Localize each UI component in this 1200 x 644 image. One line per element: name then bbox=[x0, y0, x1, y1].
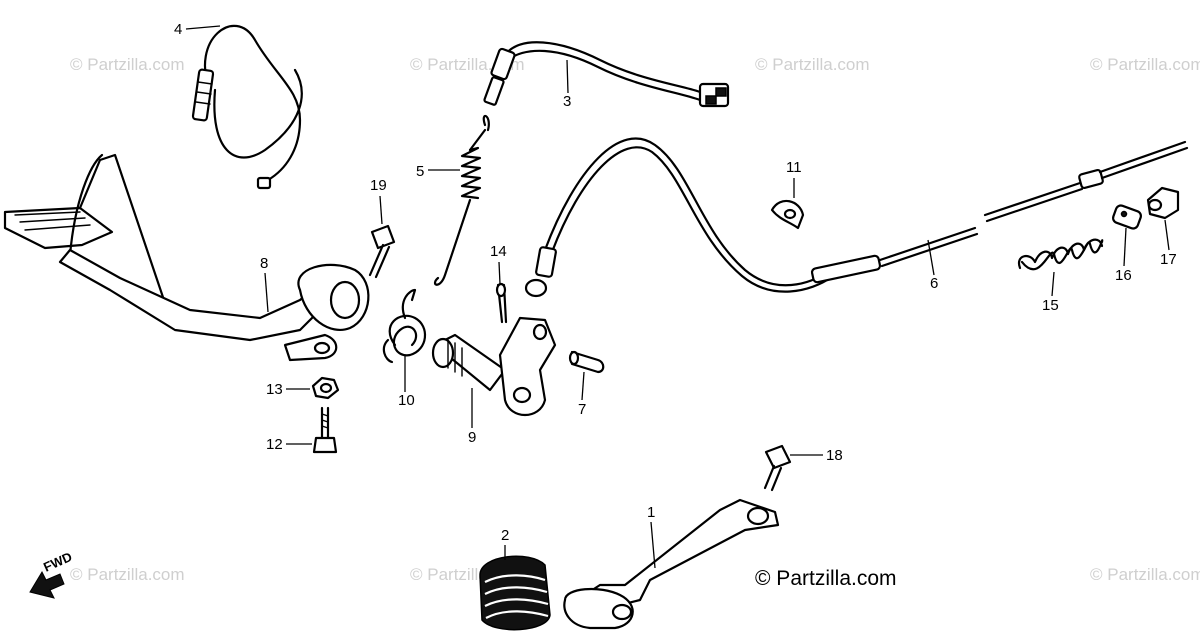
svg-text:2: 2 bbox=[501, 527, 509, 544]
svg-text:11: 11 bbox=[786, 159, 802, 176]
callout-10[interactable]: 10 bbox=[398, 356, 415, 409]
callouts: 1 2 3 4 5 6 7 8 9 10 11 12 13 14 15 16 1… bbox=[174, 21, 1177, 569]
callout-14[interactable]: 14 bbox=[490, 243, 507, 285]
svg-text:13: 13 bbox=[266, 381, 283, 398]
callout-8[interactable]: 8 bbox=[260, 255, 269, 313]
part-1-pedal-arm[interactable] bbox=[563, 498, 780, 630]
callout-12[interactable]: 12 bbox=[266, 436, 312, 453]
part-15-spring[interactable] bbox=[1017, 238, 1104, 271]
part-11-clip[interactable] bbox=[770, 199, 805, 230]
callout-1[interactable]: 1 bbox=[647, 504, 656, 569]
part-14-cotter-pin[interactable] bbox=[495, 282, 508, 324]
callout-17[interactable]: 17 bbox=[1160, 219, 1177, 268]
svg-text:7: 7 bbox=[578, 401, 586, 418]
callout-6[interactable]: 6 bbox=[927, 239, 938, 292]
callout-7[interactable]: 7 bbox=[578, 371, 586, 418]
callout-4[interactable]: 4 bbox=[174, 21, 221, 38]
svg-text:18: 18 bbox=[826, 447, 843, 464]
part-12-bolt[interactable] bbox=[312, 406, 338, 454]
watermark-3: © Partzilla.com bbox=[755, 55, 870, 74]
part-5-spring[interactable] bbox=[433, 114, 490, 286]
svg-text:9: 9 bbox=[468, 429, 476, 446]
svg-text:6: 6 bbox=[930, 275, 938, 292]
svg-text:5: 5 bbox=[416, 163, 424, 180]
part-17-nut[interactable] bbox=[1146, 186, 1180, 220]
callout-2[interactable]: 2 bbox=[501, 527, 509, 560]
part-18-bolt[interactable] bbox=[763, 444, 792, 492]
callout-18[interactable]: 18 bbox=[790, 447, 843, 464]
part-4-cable[interactable] bbox=[191, 24, 303, 190]
part-8-brake-pedal[interactable] bbox=[3, 153, 370, 362]
fwd-arrow-icon: FWD bbox=[29, 549, 74, 599]
part-6-cable[interactable] bbox=[524, 137, 1189, 298]
callout-3[interactable]: 3 bbox=[563, 59, 571, 110]
watermark-1: © Partzilla.com bbox=[70, 55, 185, 74]
svg-text:10: 10 bbox=[398, 392, 415, 409]
part-19-bolt[interactable] bbox=[368, 224, 396, 279]
svg-text:3: 3 bbox=[563, 93, 571, 110]
part-16-pin[interactable] bbox=[1112, 204, 1143, 230]
svg-text:4: 4 bbox=[174, 21, 182, 38]
watermark-7: © Partzilla.com bbox=[1090, 565, 1200, 584]
part-10-spring[interactable] bbox=[382, 288, 426, 364]
watermark-4: © Partzilla.com bbox=[1090, 55, 1200, 74]
svg-text:8: 8 bbox=[260, 255, 268, 272]
callout-13[interactable]: 13 bbox=[266, 381, 310, 398]
callout-19[interactable]: 19 bbox=[370, 177, 387, 225]
svg-text:14: 14 bbox=[490, 243, 507, 260]
watermark-5: © Partzilla.com bbox=[70, 565, 185, 584]
callout-9[interactable]: 9 bbox=[468, 388, 476, 446]
callout-11[interactable]: 11 bbox=[786, 159, 802, 198]
svg-text:12: 12 bbox=[266, 436, 283, 453]
callout-15[interactable]: 15 bbox=[1042, 271, 1059, 314]
svg-text:16: 16 bbox=[1115, 267, 1132, 284]
callout-16[interactable]: 16 bbox=[1115, 227, 1132, 284]
svg-text:15: 15 bbox=[1042, 297, 1059, 314]
svg-text:17: 17 bbox=[1160, 251, 1177, 268]
part-3-cable[interactable] bbox=[483, 41, 730, 108]
callout-5[interactable]: 5 bbox=[416, 163, 460, 180]
svg-text:19: 19 bbox=[370, 177, 387, 194]
part-13-nut[interactable] bbox=[311, 376, 340, 400]
copyright-text: © Partzilla.com bbox=[755, 567, 897, 590]
part-9-shaft[interactable] bbox=[431, 316, 557, 416]
part-7-pin[interactable] bbox=[568, 350, 605, 374]
part-2-rubber[interactable] bbox=[479, 555, 551, 631]
svg-text:1: 1 bbox=[647, 504, 655, 521]
